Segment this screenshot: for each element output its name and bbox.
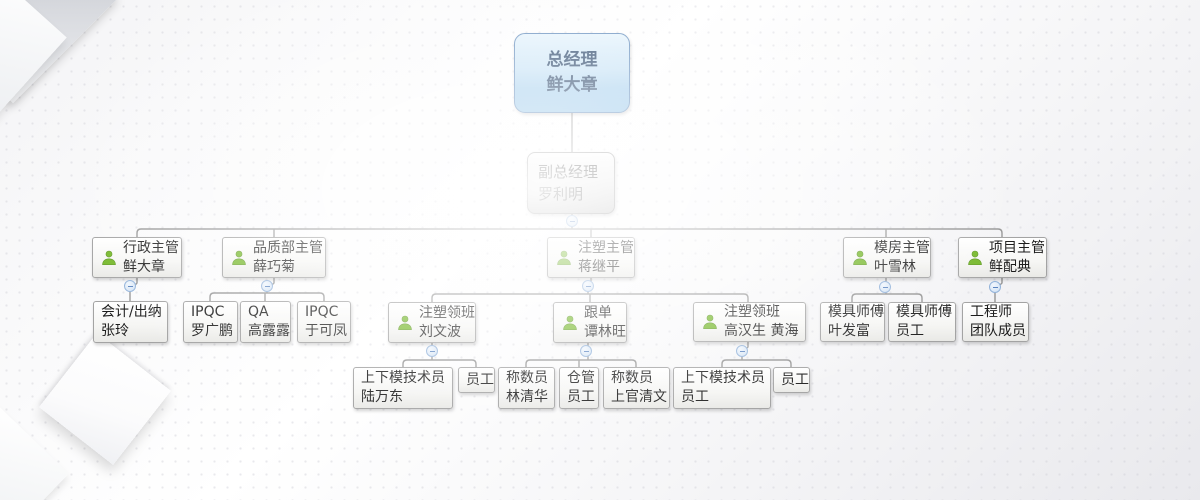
- node-title: 称数员: [506, 370, 548, 386]
- org-node-deputy-general-manager[interactable]: 副总经理罗利明: [527, 152, 615, 214]
- node-title: IPQC: [191, 304, 225, 320]
- org-node-engineer[interactable]: 工程师团队成员: [962, 302, 1029, 342]
- node-person: 陆万东: [361, 389, 403, 405]
- node-title: 员工: [781, 371, 809, 388]
- org-node-counter-2[interactable]: 称数员上官清文: [603, 367, 670, 409]
- node-person: 高露露: [248, 323, 290, 339]
- node-title: 模房主管: [874, 239, 930, 256]
- node-person: 叶雪林: [874, 258, 916, 275]
- collapse-toggle-moldroom[interactable]: [879, 281, 891, 293]
- collapse-toggle-merchandiser[interactable]: [580, 345, 592, 357]
- org-node-injection-foreman-1[interactable]: 注塑领班刘文波: [388, 302, 476, 343]
- person-icon: [228, 248, 250, 268]
- node-person: 鲜大章: [546, 75, 598, 95]
- org-node-mold-technician-2[interactable]: 上下模技术员员工: [673, 367, 771, 409]
- collapse-toggle-admin[interactable]: [124, 280, 136, 292]
- node-title: 注塑领班: [724, 304, 780, 320]
- node-title: 会计/出纳: [101, 304, 162, 320]
- node-person: 罗利明: [538, 185, 584, 203]
- org-node-employee-2[interactable]: 员工: [773, 367, 810, 393]
- org-node-mold-master-2[interactable]: 模具师傅员工: [888, 302, 956, 342]
- node-person: 鲜大章: [123, 258, 165, 275]
- node-title: 员工: [466, 371, 494, 388]
- node-title: 跟单: [584, 304, 612, 321]
- org-node-mold-technician-1[interactable]: 上下模技术员陆万东: [353, 367, 453, 409]
- node-title: 称数员: [611, 370, 653, 386]
- node-person: 谭林旺: [584, 323, 626, 340]
- org-node-injection-supervisor[interactable]: 注塑主管蒋继平: [547, 237, 635, 278]
- person-icon: [964, 248, 986, 268]
- node-person: 高汉生 黄海: [724, 323, 799, 339]
- node-person: 蒋继平: [578, 258, 620, 275]
- person-icon: [553, 248, 575, 268]
- org-node-admin-supervisor[interactable]: 行政主管鲜大章: [92, 237, 182, 278]
- node-title: 项目主管: [989, 239, 1045, 256]
- node-title: QA: [248, 304, 269, 320]
- node-person: 上官清文: [611, 389, 667, 405]
- person-icon: [394, 313, 416, 333]
- node-title: 仓管: [567, 370, 595, 386]
- collapse-toggle-deputy-gm[interactable]: [566, 215, 578, 227]
- node-person: 刘文波: [419, 323, 461, 340]
- node-person: 叶发富: [828, 323, 870, 339]
- org-node-merchandiser[interactable]: 跟单谭林旺: [553, 302, 627, 343]
- node-person: 鲜配典: [989, 258, 1031, 275]
- org-node-qa[interactable]: QA 高露露: [240, 301, 291, 343]
- node-person: 员工: [681, 389, 709, 405]
- node-title: 总经理: [546, 50, 598, 70]
- person-icon: [98, 248, 120, 268]
- org-node-warehouse-keeper[interactable]: 仓管员工: [559, 367, 599, 409]
- org-node-employee-1[interactable]: 员工: [458, 367, 495, 393]
- collapse-toggle-project[interactable]: [989, 281, 1001, 293]
- org-node-accountant[interactable]: 会计/出纳张玲: [93, 301, 168, 343]
- org-node-counter-1[interactable]: 称数员林清华: [498, 367, 555, 409]
- org-node-ipqc-2[interactable]: IPQC 于可凤: [297, 301, 351, 343]
- node-title: IPQC: [305, 304, 339, 320]
- collapse-toggle-injection[interactable]: [582, 280, 594, 292]
- person-icon: [559, 313, 581, 333]
- node-title: 上下模技术员: [361, 370, 445, 386]
- org-node-mold-master-1[interactable]: 模具师傅叶发富: [820, 302, 885, 342]
- org-node-general-manager[interactable]: 总经理鲜大章: [514, 33, 630, 113]
- node-title: 注塑主管: [578, 239, 634, 256]
- node-title: 注塑领班: [419, 304, 475, 321]
- node-title: 品质部主管: [253, 239, 323, 256]
- org-node-injection-foreman-2[interactable]: 注塑领班高汉生 黄海: [693, 302, 806, 342]
- node-person: 罗广鹏: [191, 323, 233, 339]
- org-node-ipqc-1[interactable]: IPQC 罗广鹏: [183, 301, 238, 343]
- node-person: 林清华: [506, 389, 548, 405]
- collapse-toggle-foreman-1[interactable]: [426, 345, 438, 357]
- node-title: 工程师: [970, 304, 1012, 320]
- node-title: 行政主管: [123, 239, 179, 256]
- org-node-quality-supervisor[interactable]: 品质部主管薛巧菊: [222, 237, 326, 278]
- person-icon: [699, 312, 721, 332]
- org-node-project-supervisor[interactable]: 项目主管鲜配典: [958, 237, 1047, 278]
- node-person: 薛巧菊: [253, 258, 295, 275]
- collapse-toggle-quality[interactable]: [261, 280, 273, 292]
- node-person: 于可凤: [305, 323, 347, 339]
- node-person: 员工: [567, 389, 595, 405]
- person-icon: [849, 248, 871, 268]
- org-node-moldroom-supervisor[interactable]: 模房主管叶雪林: [843, 237, 931, 278]
- node-title: 副总经理: [538, 163, 599, 181]
- node-person: 员工: [896, 323, 924, 339]
- node-person: 张玲: [101, 323, 129, 339]
- collapse-toggle-foreman-2[interactable]: [736, 345, 748, 357]
- node-title: 模具师傅: [896, 304, 952, 320]
- node-title: 模具师傅: [828, 304, 884, 320]
- node-person: 团队成员: [970, 323, 1026, 339]
- node-title: 上下模技术员: [681, 370, 765, 386]
